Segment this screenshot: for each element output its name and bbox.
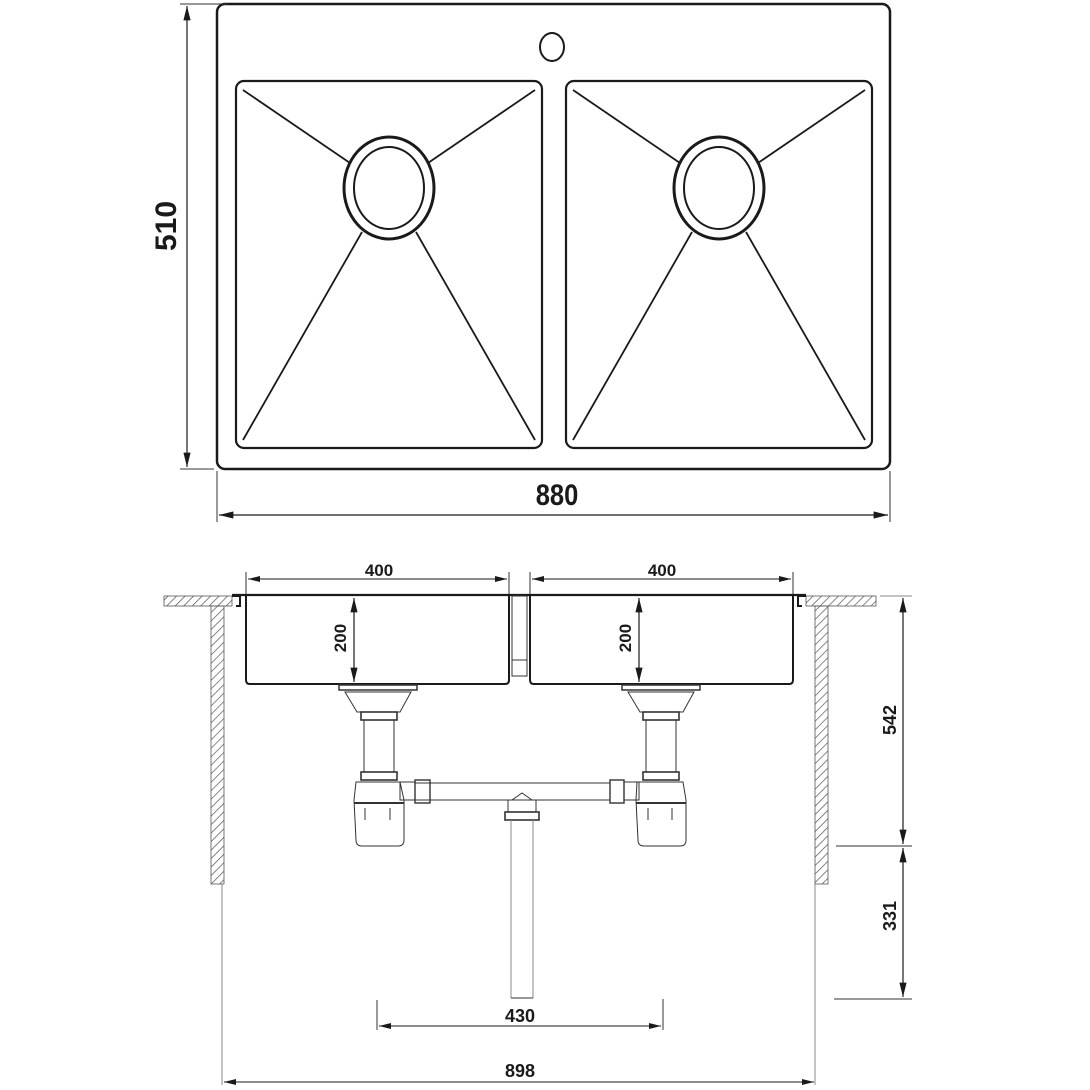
right-bowl-profile (529, 596, 794, 685)
top-view: 510 880 (150, 2, 892, 522)
width-label: 880 (536, 478, 579, 511)
left-bowl-depth-label: 200 (331, 624, 350, 652)
drain-icon (342, 135, 436, 241)
cabinet-wall-right (814, 605, 829, 885)
dimension-right-bowl-depth: 200 (616, 598, 643, 682)
tap-hole-icon (539, 32, 565, 62)
countertop-left (163, 595, 233, 607)
right-bowl-width-label: 400 (648, 561, 676, 580)
right-bowl (564, 79, 874, 450)
cabinet-width-label: 898 (505, 1061, 535, 1081)
dimension-height-510: 510 (150, 3, 228, 470)
dimension-cabinet-542: 542 (836, 595, 912, 847)
cabinet-height-upper-label: 542 (880, 705, 900, 735)
central-outlet (504, 792, 540, 999)
left-bowl-profile (245, 596, 510, 685)
cabinet-height-lower-label: 331 (880, 901, 900, 931)
sink-outline (215, 2, 892, 471)
cabinet-wall-left (210, 605, 225, 885)
dimension-left-bowl-depth: 200 (331, 598, 358, 682)
left-waste-trap (338, 684, 418, 847)
dimension-cabinet-898: 898 (224, 1061, 814, 1085)
dimension-drain-spacing-430: 430 (376, 999, 664, 1030)
height-label: 510 (150, 201, 183, 251)
left-bowl-width-label: 400 (365, 561, 393, 580)
right-bowl-depth-label: 200 (616, 624, 635, 652)
dimension-width-880: 880 (216, 471, 891, 522)
drain-icon (672, 135, 766, 241)
dimension-cabinet-331: 331 (834, 848, 912, 1000)
side-view: 400 400 200 200 (163, 561, 912, 1085)
right-waste-trap (621, 684, 701, 847)
drain-spacing-label: 430 (505, 1006, 535, 1026)
left-bowl (234, 79, 544, 450)
dimension-left-bowl-width: 400 (245, 561, 510, 594)
countertop-right (805, 595, 877, 607)
dimension-right-bowl-width: 400 (529, 561, 794, 594)
